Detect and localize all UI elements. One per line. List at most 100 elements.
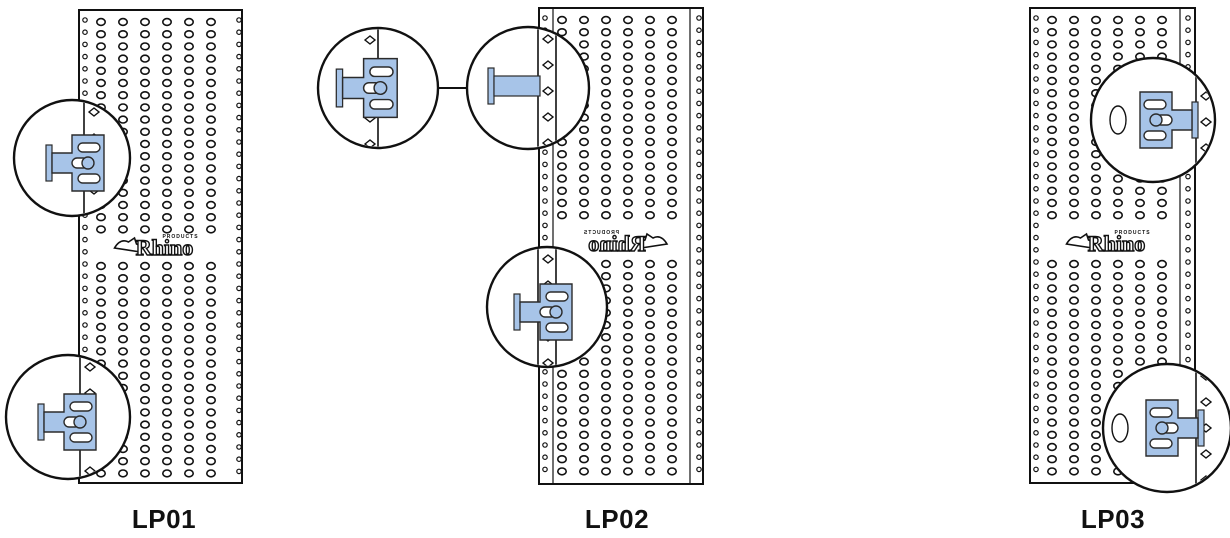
callout-content	[335, 29, 398, 147]
peg-hole	[666, 467, 677, 476]
peg-hole	[666, 406, 677, 415]
edge-hole	[696, 247, 702, 253]
peg-hole	[1069, 198, 1080, 208]
edge-hole	[236, 456, 242, 463]
peg-hole	[1069, 101, 1080, 110]
bracket-flange	[513, 293, 521, 331]
peg-hole	[1135, 259, 1146, 269]
peg-hole	[1047, 345, 1058, 354]
peg-hole	[140, 322, 151, 332]
peg-hole	[1135, 357, 1146, 366]
peg-hole	[162, 78, 173, 88]
edge-hole	[236, 163, 242, 170]
peg-hole	[622, 137, 633, 147]
peg-hole	[1047, 259, 1058, 269]
edge-hole	[82, 249, 88, 255]
peg-hole	[556, 162, 567, 171]
edge-hole	[1185, 320, 1191, 326]
peg-hole	[206, 90, 217, 100]
peg-hole	[118, 457, 129, 466]
peg-hole	[162, 152, 173, 161]
peg-hole	[206, 188, 217, 198]
peg-hole	[1069, 186, 1080, 196]
peg-hole	[644, 40, 655, 49]
peg-hole	[1135, 308, 1146, 317]
peg-hole	[1047, 76, 1058, 86]
peg-hole	[644, 88, 655, 98]
peg-hole	[96, 66, 107, 76]
peg-hole	[1069, 52, 1080, 61]
peg-hole	[1157, 28, 1168, 37]
peg-hole	[666, 381, 677, 391]
bracket-pin	[1149, 113, 1163, 127]
peg-hole	[556, 418, 567, 427]
edge-hole	[1033, 161, 1039, 168]
peg-hole	[644, 259, 655, 269]
peg-hole	[600, 442, 611, 452]
peg-hole	[162, 42, 173, 51]
peg-hole	[162, 286, 173, 295]
peg-hole	[1047, 296, 1058, 305]
peg-hole	[206, 274, 217, 283]
peg-hole	[184, 408, 195, 417]
peg-hole	[1091, 174, 1102, 183]
peg-hole	[644, 15, 655, 25]
peg-hole	[644, 174, 655, 183]
edge-hole	[1185, 51, 1191, 58]
peg-hole	[206, 213, 217, 222]
zoom-edge-hole	[1199, 397, 1213, 407]
peg-hole	[666, 88, 677, 98]
callout-lp02-panel	[465, 25, 591, 151]
peg-hole	[1113, 357, 1124, 366]
edge-hole	[82, 297, 88, 304]
peg-hole	[644, 76, 655, 86]
peg-hole	[1091, 430, 1102, 439]
peg-hole	[140, 371, 151, 380]
peg-hole	[578, 186, 589, 196]
peg-hole	[622, 101, 633, 110]
bracket-flange	[335, 68, 344, 108]
edge-hole	[1185, 307, 1191, 314]
edge-hole	[236, 346, 242, 353]
edge-hole	[236, 29, 242, 36]
edge-hole	[696, 39, 702, 46]
peg-hole	[184, 213, 195, 222]
peg-hole	[96, 347, 107, 356]
peg-hole	[1135, 345, 1146, 354]
edge-hole	[696, 381, 702, 387]
peg-hole	[206, 66, 217, 76]
peg-hole	[622, 113, 633, 122]
edge-hole	[236, 383, 242, 389]
rhino-head-icon	[639, 232, 669, 249]
peg-hole	[556, 186, 567, 196]
peg-hole	[1047, 15, 1058, 25]
peg-hole	[600, 52, 611, 61]
peg-hole	[622, 442, 633, 452]
peg-hole	[1091, 198, 1102, 208]
peg-hole	[140, 310, 151, 319]
callout-content	[37, 356, 97, 478]
peg-hole	[162, 103, 173, 112]
edge-hole	[1185, 27, 1191, 34]
peg-hole	[162, 396, 173, 405]
peg-hole	[1091, 345, 1102, 354]
peg-hole	[162, 90, 173, 100]
peg-hole	[140, 200, 151, 210]
peg-hole	[1157, 186, 1168, 196]
peg-hole	[1113, 259, 1124, 269]
peg-hole	[1113, 28, 1124, 37]
edge-hole	[1033, 27, 1039, 34]
peg-hole	[1091, 381, 1102, 391]
edge-hole	[696, 466, 702, 473]
edge-hole	[1033, 76, 1039, 82]
peg-hole	[666, 52, 677, 61]
zoom-edge-hole	[83, 362, 97, 372]
peg-hole	[666, 64, 677, 74]
peg-hole	[184, 78, 195, 88]
peg-hole	[206, 310, 217, 319]
zoom-edge-hole	[1199, 117, 1213, 127]
peg-hole	[1135, 296, 1146, 305]
peg-hole	[118, 225, 129, 234]
peg-hole	[578, 40, 589, 49]
